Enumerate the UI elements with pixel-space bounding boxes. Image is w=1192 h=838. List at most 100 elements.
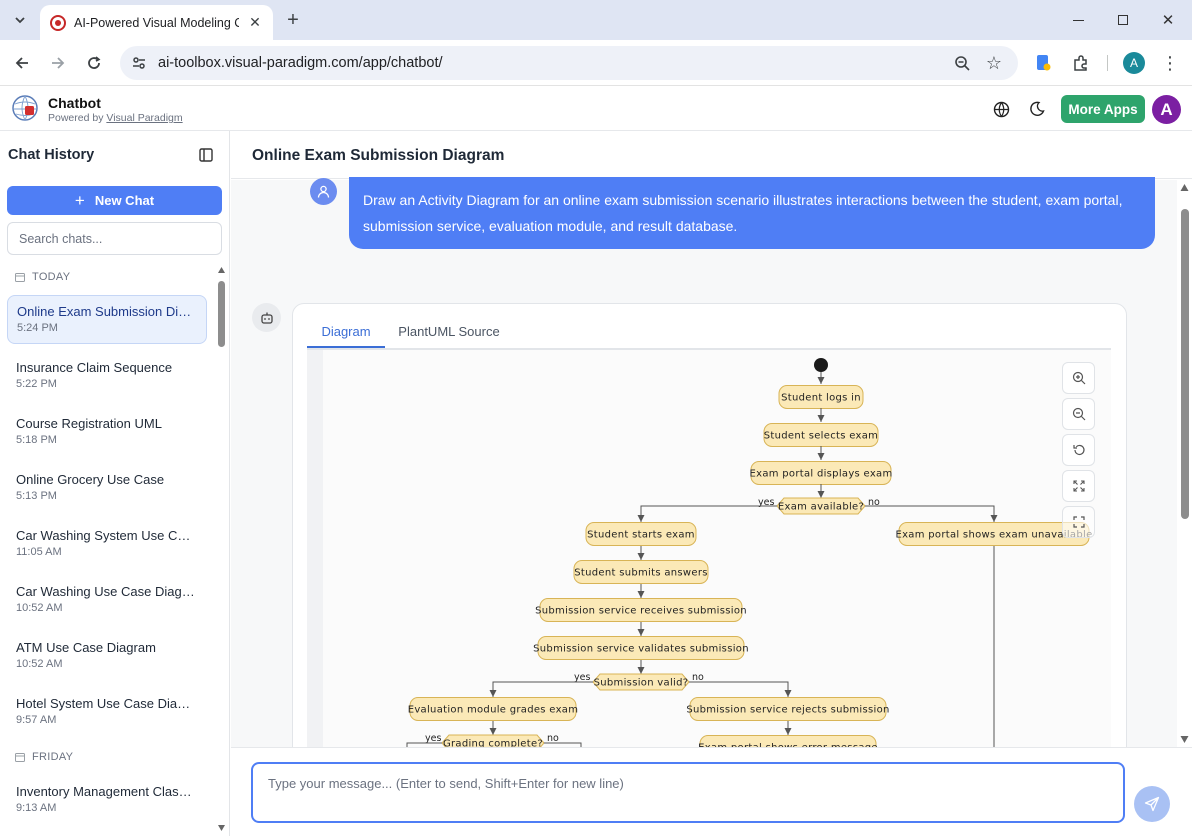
address-bar[interactable]: ai-toolbox.visual-paradigm.com/app/chatb…	[120, 46, 1018, 80]
flow-arrowhead	[637, 591, 645, 598]
branch-yes-label: yes	[758, 497, 774, 508]
chat-item[interactable]: Car Washing System Use Case 11:05 AM	[7, 520, 207, 569]
site-settings-icon[interactable]	[129, 53, 149, 73]
extensions-puzzle-icon[interactable]	[1069, 52, 1091, 74]
url-text: ai-toolbox.visual-paradigm.com/app/chatb…	[158, 55, 443, 71]
minimize-icon[interactable]	[1065, 8, 1091, 32]
diagram-gutter	[307, 350, 323, 749]
chat-scrollbar[interactable]	[1177, 180, 1192, 747]
activity-label: Submission service receives submission	[535, 606, 747, 617]
zoom-out-button[interactable]	[1062, 398, 1095, 430]
user-avatar[interactable]: A	[1152, 95, 1181, 124]
tab-title: AI-Powered Visual Modeling Ch	[74, 15, 239, 30]
more-apps-button[interactable]: More Apps	[1061, 95, 1145, 123]
send-button[interactable]	[1134, 786, 1170, 822]
activity-label: Submission service validates submission	[533, 644, 749, 655]
zoom-icon[interactable]	[951, 52, 973, 74]
chat-history-title: Chat History	[8, 147, 95, 163]
sidebar-scrollbar[interactable]	[217, 265, 226, 833]
dark-mode-icon[interactable]	[1026, 98, 1048, 120]
search-chats-input[interactable]	[7, 222, 222, 255]
flow-arrowhead	[990, 515, 998, 522]
app-header	[0, 87, 1192, 131]
back-icon[interactable]	[10, 51, 34, 75]
toggle-sidebar-icon[interactable]	[196, 145, 216, 165]
tab-search-icon[interactable]	[8, 8, 32, 32]
chat-item-name: Hotel System Use Case Diagram	[16, 696, 196, 711]
fullscreen-button[interactable]	[1062, 506, 1095, 538]
chat-item[interactable]: Car Washing Use Case Diagram 10:52 AM	[7, 576, 207, 625]
window-close-icon[interactable]: ✕	[1161, 12, 1175, 29]
chat-item-name: Online Exam Submission Diagram	[17, 304, 197, 319]
chat-item[interactable]: Insurance Claim Sequence 5:22 PM	[7, 352, 207, 401]
activity-label: Student selects exam	[764, 431, 878, 442]
activity-label: Exam portal displays exam	[749, 469, 892, 480]
new-tab-icon[interactable]: +	[287, 8, 299, 31]
decision-label: Grading complete?	[443, 739, 543, 750]
profile-avatar[interactable]: A	[1123, 52, 1145, 74]
decision-label: Exam available?	[778, 502, 864, 513]
flow-arrowhead	[817, 453, 825, 460]
activity-label: Submission service rejects submission	[686, 705, 889, 716]
activity-node	[689, 697, 887, 721]
plus-icon: +	[74, 190, 85, 210]
calendar-icon	[15, 273, 25, 282]
group-header-friday: FRIDAY	[15, 751, 73, 763]
close-icon[interactable]: ✕	[249, 14, 261, 30]
tab-plantuml-source[interactable]: PlantUML Source	[398, 324, 500, 339]
chat-item-time: 5:13 PM	[16, 490, 57, 502]
chat-item-time: 10:52 AM	[16, 658, 63, 670]
forward-icon[interactable]	[46, 51, 70, 75]
activity-label: Evaluation module grades exam	[408, 705, 579, 716]
flow-arrowhead	[489, 728, 497, 735]
tab-diagram[interactable]: Diagram	[307, 320, 385, 348]
new-chat-button[interactable]: + New Chat	[7, 186, 222, 215]
chat-item[interactable]: Online Grocery Use Case 5:13 PM	[7, 464, 207, 513]
activity-node	[537, 636, 745, 660]
powered-by-prefix: Powered by	[48, 112, 107, 124]
extension-doc-icon[interactable]	[1032, 52, 1054, 74]
reload-icon[interactable]	[82, 51, 106, 75]
maximize-icon[interactable]	[1110, 8, 1136, 32]
reset-icon	[1072, 444, 1085, 456]
chat-item[interactable]: Online Exam Submission Diagram 5:24 PM	[7, 295, 207, 344]
group-label: FRIDAY	[32, 751, 74, 763]
chat-item[interactable]: ATM Use Case Diagram 10:52 AM	[7, 632, 207, 681]
chat-item[interactable]: Inventory Management Class Diagram 9:13 …	[7, 776, 207, 825]
activity-label: Student submits answers	[574, 568, 708, 579]
visual-paradigm-logo	[11, 94, 39, 122]
new-chat-label: New Chat	[94, 193, 155, 208]
flow-arrowhead	[637, 553, 645, 560]
app-name: Chatbot	[48, 95, 101, 111]
chat-item[interactable]: Course Registration UML 5:18 PM	[7, 408, 207, 457]
activity-label: Student logs in	[781, 393, 861, 404]
group-header-today: TODAY	[15, 271, 70, 283]
fit-view-button[interactable]	[1062, 470, 1095, 502]
site-favicon-icon	[50, 14, 66, 31]
start-node	[814, 358, 828, 372]
chat-item-time: 5:18 PM	[16, 434, 57, 446]
flow-edge	[689, 681, 789, 697]
browser-tab[interactable]: AI-Powered Visual Modeling Ch ✕	[40, 5, 273, 40]
reset-zoom-button[interactable]	[1062, 434, 1095, 466]
message-input[interactable]	[251, 762, 1125, 823]
activity-label: Student starts exam	[587, 530, 695, 541]
flow-arrowhead	[489, 690, 497, 697]
chat-item[interactable]: Hotel System Use Case Diagram 9:57 AM	[7, 688, 207, 737]
chat-item-time: 5:24 PM	[17, 322, 58, 334]
zoom-in-button[interactable]	[1062, 362, 1095, 394]
bookmark-star-icon[interactable]: ☆	[985, 52, 1003, 73]
globe-icon[interactable]	[990, 98, 1012, 120]
activity-node	[409, 697, 577, 721]
send-icon	[1144, 796, 1160, 812]
flow-arrowhead	[637, 515, 645, 522]
browser-menu-icon[interactable]: ⋮	[1161, 52, 1179, 73]
visual-paradigm-link[interactable]: Visual Paradigm	[106, 112, 183, 124]
bot-icon	[260, 312, 273, 324]
user-message-avatar	[310, 178, 337, 205]
activity-label: Exam portal shows exam unavailable	[895, 530, 1092, 541]
chat-item-name: Car Washing System Use Case	[16, 528, 196, 543]
group-label: TODAY	[32, 271, 71, 283]
chat-item-time: 11:05 AM	[16, 546, 62, 558]
